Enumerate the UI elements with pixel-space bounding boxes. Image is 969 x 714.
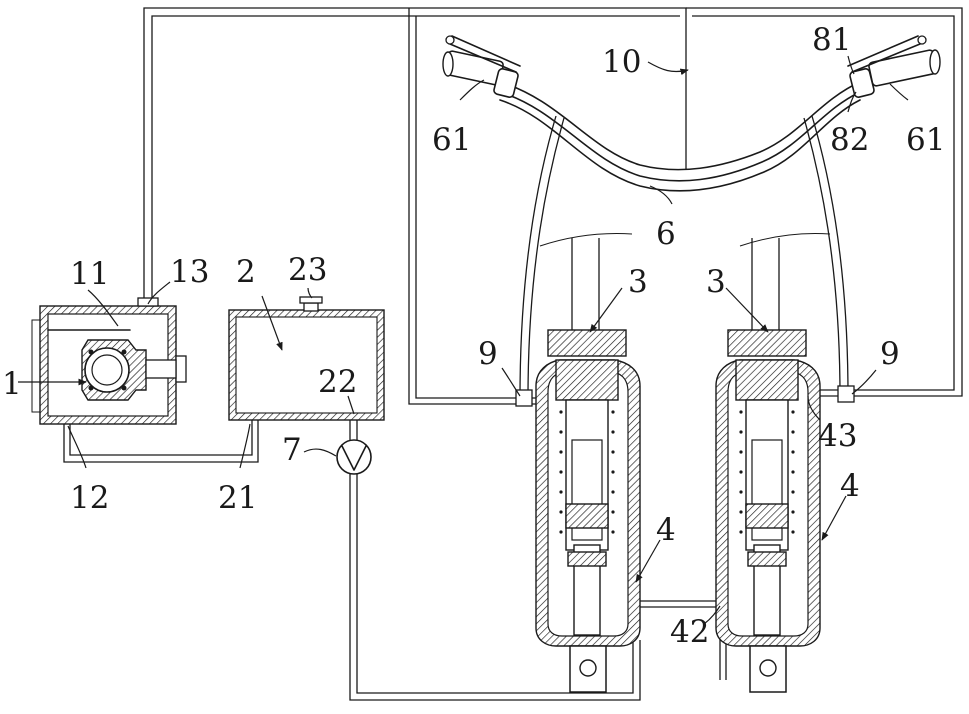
- shock-absorber-right: [716, 234, 830, 693]
- label-61-left: 61: [432, 122, 471, 158]
- label-11: 11: [70, 256, 109, 292]
- label-3-right: 3: [706, 264, 726, 300]
- pipe-network: [64, 8, 962, 700]
- label-42: 42: [670, 614, 709, 650]
- label-9-right: 9: [880, 336, 900, 372]
- pump-7: [337, 440, 371, 474]
- shock-absorber-left: [536, 234, 640, 693]
- label-9-left: 9: [478, 336, 498, 372]
- label-7: 7: [282, 432, 302, 468]
- label-2: 2: [236, 254, 256, 290]
- label-3-left: 3: [628, 264, 648, 300]
- label-4-left: 4: [656, 512, 676, 548]
- label-4-right: 4: [840, 468, 860, 504]
- label-81: 81: [812, 22, 851, 58]
- handlebar-6: [443, 36, 940, 406]
- label-1: 1: [2, 366, 22, 402]
- label-23: 23: [288, 252, 327, 288]
- tank-2: [229, 297, 384, 420]
- label-21: 21: [218, 480, 257, 516]
- pump-housing-1: [32, 298, 186, 424]
- label-61-right: 61: [906, 122, 945, 158]
- label-6: 6: [656, 216, 676, 252]
- label-82: 82: [830, 122, 869, 158]
- label-13: 13: [170, 254, 209, 290]
- label-10: 10: [602, 44, 641, 80]
- label-43: 43: [818, 418, 857, 454]
- label-22: 22: [318, 364, 357, 400]
- label-12: 12: [70, 480, 109, 516]
